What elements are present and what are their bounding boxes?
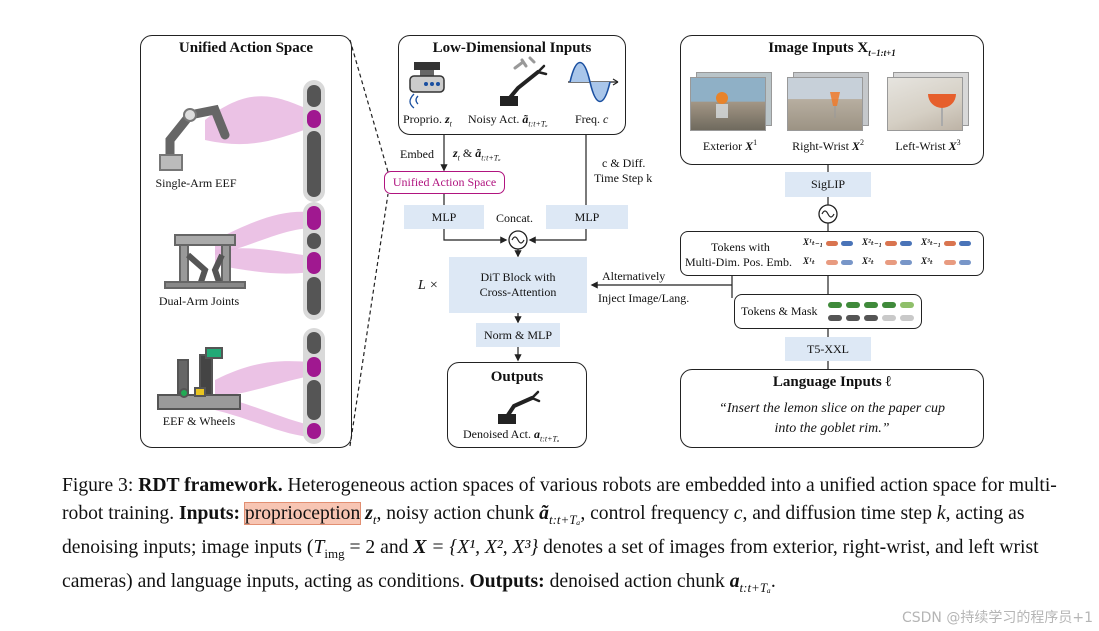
- language-instruction-line1: “Insert the lemon slice on the paper cup: [719, 401, 945, 416]
- flow-band-eef-wheels-1: [215, 361, 310, 398]
- caption-outputs-label: Outputs:: [469, 570, 545, 592]
- embed-vars-label: zt & ãt:t+Tₐ: [453, 146, 501, 163]
- frequency-wave-icon: [568, 61, 619, 103]
- tokens-label-line1: Tokens with: [711, 240, 770, 254]
- token-bar-dual-arm: [303, 202, 325, 320]
- unified-action-space-illustration: [157, 39, 389, 447]
- caption-fig-label: Figure 3:: [62, 475, 139, 496]
- dit-block-box: DiT Block with Cross-Attention: [449, 257, 587, 313]
- flow-band-single-arm: [205, 96, 310, 145]
- low-dim-inputs-title: Low-Dimensional Inputs: [432, 40, 592, 56]
- unified-action-space-title: Unified Action Space: [178, 40, 314, 56]
- timestep-label: Time Step k: [594, 171, 653, 185]
- proprio-sensor-icon: [409, 62, 445, 109]
- mlp-left-box: MLP: [404, 205, 484, 229]
- image-inputs-title: Image Inputs Xt−1:t+1: [768, 40, 896, 58]
- token-bar-eef-wheels: [303, 328, 325, 444]
- token-row2-label-1: X¹ₜ: [803, 256, 816, 266]
- embed-label: Embed: [400, 147, 434, 161]
- noisy-action-label: Noisy Act. ãt:t+Tₐ: [468, 112, 548, 129]
- right-flow-arrows: [818, 165, 838, 369]
- caption-inputs-label: Inputs:: [179, 503, 240, 524]
- dual-arm-robot-image: [164, 234, 246, 289]
- proprio-label: Proprio. zt: [403, 112, 452, 129]
- robot-label-dual-arm: Dual-Arm Joints: [158, 294, 240, 308]
- flow-band-dual-arm-2: [215, 248, 310, 274]
- c-diff-label: c & Diff.: [602, 156, 646, 170]
- mlp-right-box: MLP: [546, 205, 628, 229]
- token-bar-single-arm: [303, 80, 325, 202]
- token-row2-label-2: X²ₜ: [862, 256, 875, 266]
- camera-label-exterior: Exterior X1: [702, 138, 758, 153]
- image-tokens-panel: [680, 231, 984, 276]
- noisy-action-arm-icon: [500, 56, 548, 106]
- t5-xxl-box: T5-XXL: [785, 337, 871, 361]
- token-row1-label-3: X³ₜ₋₁: [921, 237, 941, 247]
- image-token-chips: [826, 241, 971, 265]
- right-wrist-camera-image: [787, 77, 863, 131]
- inject-label: Inject Image/Lang.: [598, 291, 690, 305]
- concat-label: Concat.: [496, 211, 533, 225]
- middle-flow-arrows: [440, 135, 733, 362]
- siglip-box: SigLIP: [785, 172, 871, 197]
- alternatively-label: Alternatively: [602, 269, 666, 283]
- token-row1-label-1: X¹ₜ₋₁: [803, 237, 823, 247]
- norm-mlp-box: Norm & MLP: [476, 323, 560, 347]
- language-inputs-panel: Language Inputs ℓ “Insert the lemon slic…: [680, 369, 984, 448]
- tokens-label-line2: Multi-Dim. Pos. Emb.: [685, 255, 793, 269]
- robot-label-single-arm: Single-Arm EEF: [155, 176, 237, 190]
- caption-bold-title: RDT framework.: [138, 475, 283, 496]
- single-arm-robot-image: [159, 104, 230, 171]
- low-dim-icons: [409, 56, 619, 109]
- unified-action-space-box: Unified Action Space: [384, 171, 505, 194]
- text-token-chips: [828, 302, 914, 321]
- language-inputs-title: Language Inputs ℓ: [772, 374, 892, 390]
- language-instruction-line2: into the goblet rim.”: [774, 421, 890, 436]
- flow-band-dual-arm-1: [215, 211, 310, 255]
- token-row2-label-3: X³ₜ: [921, 256, 934, 266]
- freq-label: Freq. c: [575, 112, 609, 126]
- eef-wheels-robot-image: [157, 347, 241, 410]
- l-times-label: L ×: [418, 278, 439, 293]
- camera-image-details: [716, 92, 956, 126]
- caption-highlight: proprioception: [243, 502, 362, 525]
- figure-caption: Figure 3: RDT framework. Heterogeneous a…: [62, 475, 1057, 595]
- token-row1-label-2: X²ₜ₋₁: [862, 237, 882, 247]
- camera-label-right-wrist: Right-Wrist X2: [792, 138, 864, 153]
- denoised-arm-icon: [498, 390, 541, 424]
- denoised-action-label: Denoised Act. at:t+Tₐ: [463, 427, 560, 444]
- tokens-mask-label: Tokens & Mask: [741, 304, 818, 318]
- tokens-mask-panel: [734, 294, 922, 329]
- watermark: CSDN @持续学习的程序员+1: [901, 610, 1093, 626]
- camera-label-left-wrist: Left-Wrist X3: [895, 138, 961, 153]
- robot-label-eef-wheels: EEF & Wheels: [162, 414, 236, 428]
- outputs-title: Outputs: [490, 369, 544, 385]
